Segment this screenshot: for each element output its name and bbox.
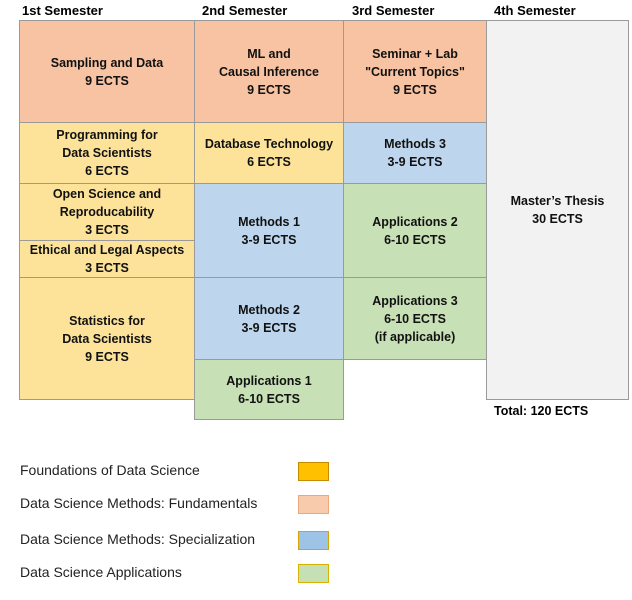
legend-label-specialization: Data Science Methods: Specialization bbox=[20, 531, 256, 547]
semester-3-header: 3rd Semester bbox=[352, 3, 435, 18]
semester-1-header: 1st Semester bbox=[22, 3, 103, 18]
legend-label-fundamentals: Data Science Methods: Fundamentals bbox=[20, 495, 258, 511]
module-sampling-and-data: Sampling and Data 9 ECTS bbox=[19, 20, 195, 123]
module-ethical-legal: Ethical and Legal Aspects 3 ECTS bbox=[19, 240, 195, 278]
semester-2-header: 2nd Semester bbox=[202, 3, 288, 18]
module-seminar-lab: Seminar + Lab "Current Topics" 9 ECTS bbox=[343, 20, 487, 123]
legend-swatch-applications bbox=[298, 564, 329, 583]
legend-swatch-specialization bbox=[298, 531, 329, 550]
module-methods-3: Methods 3 3-9 ECTS bbox=[343, 122, 487, 184]
total-ects: Total: 120 ECTS bbox=[494, 404, 589, 418]
module-methods-2: Methods 2 3-9 ECTS bbox=[194, 277, 344, 360]
module-methods-1: Methods 1 3-9 ECTS bbox=[194, 183, 344, 278]
legend-swatch-foundations bbox=[298, 462, 329, 481]
legend-swatch-fundamentals bbox=[298, 495, 329, 514]
module-applications-1: Applications 1 6-10 ECTS bbox=[194, 359, 344, 420]
module-ml-causal-inference: ML and Causal Inference 9 ECTS bbox=[194, 20, 344, 123]
legend-label-applications: Data Science Applications bbox=[20, 564, 182, 580]
module-masters-thesis: Master’s Thesis 30 ECTS bbox=[486, 20, 629, 400]
module-programming: Programming for Data Scientists 6 ECTS bbox=[19, 122, 195, 184]
module-open-science: Open Science and Reproducability 3 ECTS bbox=[19, 183, 195, 241]
module-applications-2: Applications 2 6-10 ECTS bbox=[343, 183, 487, 278]
semester-4-header: 4th Semester bbox=[494, 3, 576, 18]
module-applications-3: Applications 3 6-10 ECTS (if applicable) bbox=[343, 277, 487, 360]
module-database-technology: Database Technology 6 ECTS bbox=[194, 122, 344, 184]
module-statistics: Statistics for Data Scientists 9 ECTS bbox=[19, 277, 195, 400]
legend-label-foundations: Foundations of Data Science bbox=[20, 462, 200, 478]
